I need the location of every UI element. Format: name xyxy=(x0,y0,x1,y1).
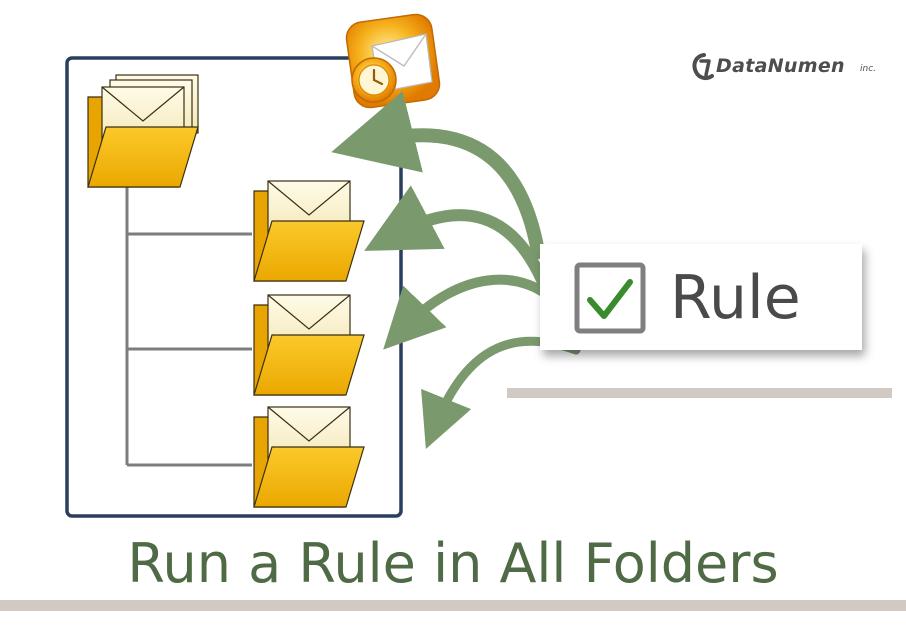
rule-card: Rule xyxy=(540,244,862,350)
curved-arrow-icon xyxy=(421,336,581,450)
brand-suffix: inc. xyxy=(860,64,877,74)
tree-lines xyxy=(125,176,252,467)
datanumen-logo-icon xyxy=(692,53,714,81)
curved-arrow-icon xyxy=(331,91,545,259)
subfolder-icon-2 xyxy=(253,294,365,396)
brand-name: DataNumen xyxy=(716,55,845,77)
outlook-icon xyxy=(345,13,441,109)
curved-arrow-icon xyxy=(383,274,561,350)
curved-arrow-icon xyxy=(364,185,548,286)
rule-label: Rule xyxy=(670,263,801,333)
root-folder-icon xyxy=(87,74,199,188)
subfolder-icon-3 xyxy=(253,406,365,508)
rule-checkbox[interactable] xyxy=(574,262,646,334)
check-icon xyxy=(587,279,633,319)
footer-bar xyxy=(0,600,906,611)
divider-bar xyxy=(507,388,892,398)
subfolder-icon-1 xyxy=(253,180,365,282)
page-title: Run a Rule in All Folders xyxy=(127,532,779,595)
brand-logo: DataNumen inc. xyxy=(690,50,900,84)
